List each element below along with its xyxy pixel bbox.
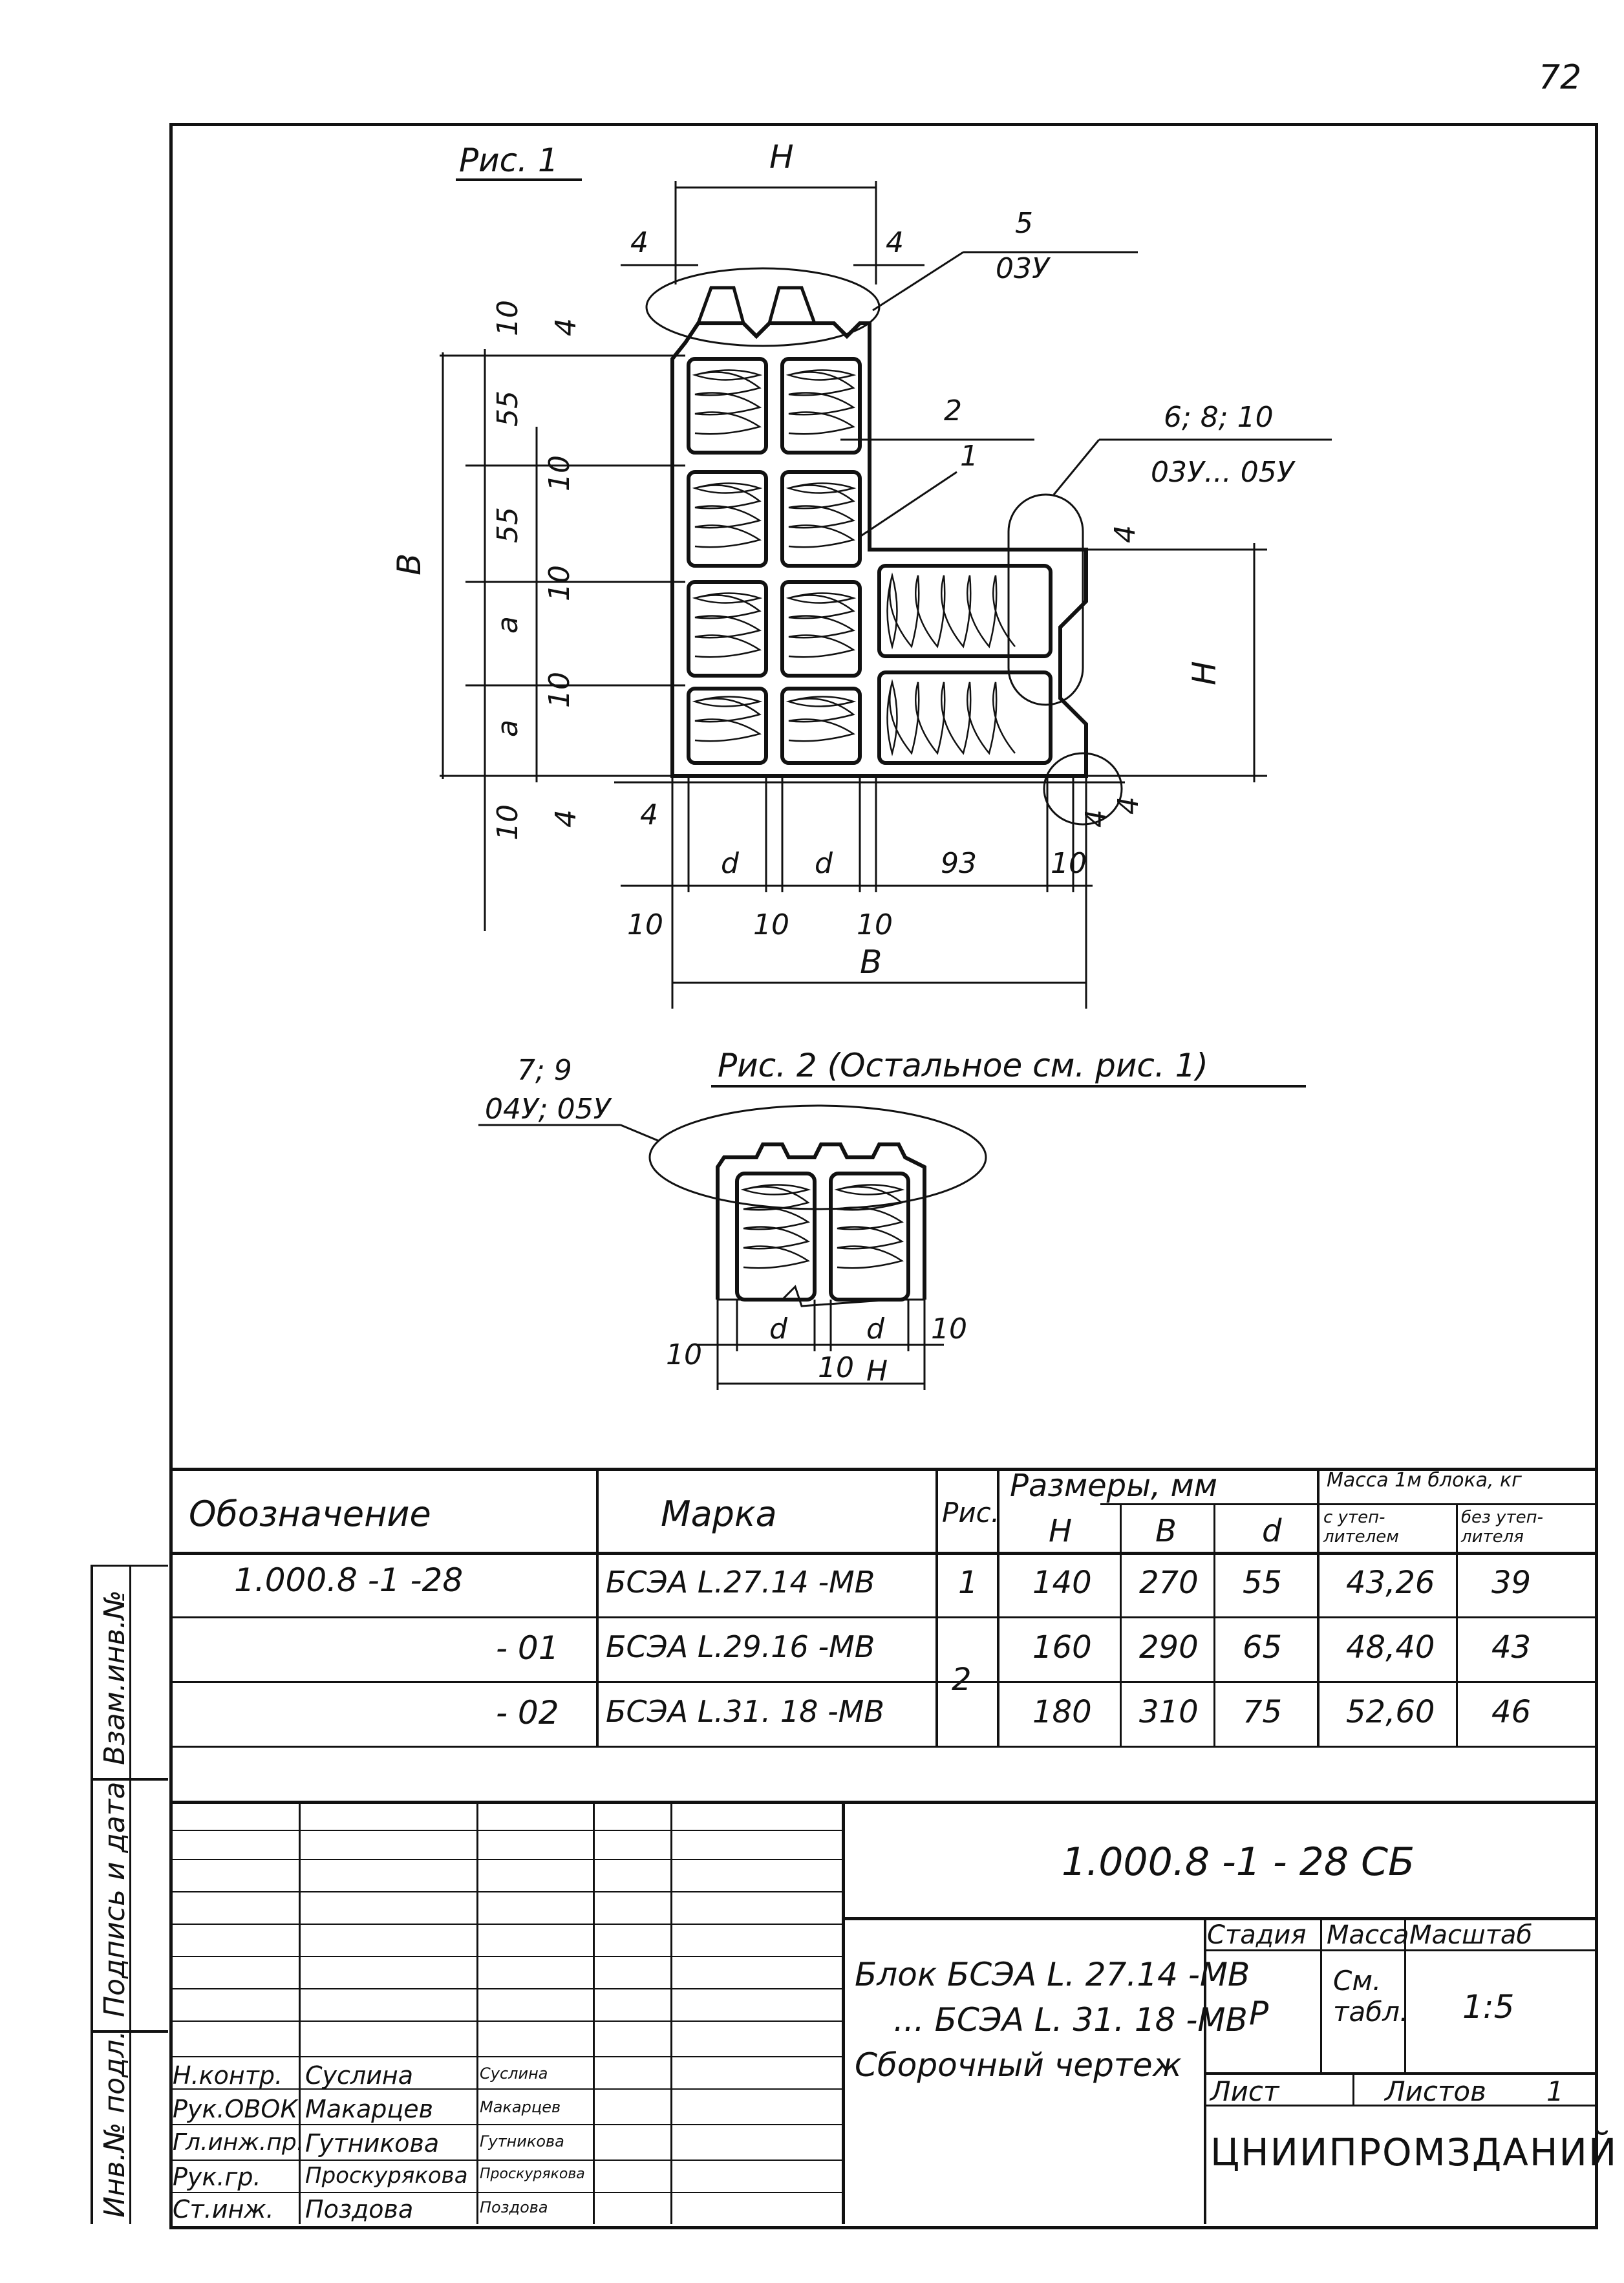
svg-text:4: 4 [1080,809,1113,828]
stage-value: Р [1249,1995,1269,2032]
side-stamp: Взам.инв.№ Подпись и дата Инв.№ подл. [91,1565,168,2224]
svg-text:d: d [815,847,833,880]
fig2-caption: Рис. 2 (Остальное см. рис. 1) [718,1047,1208,1084]
mass-value: См. табл. [1333,1965,1409,2028]
spec-table: Обозначение Марка Рис. Размеры, мм H B d… [169,1468,1595,1772]
svg-text:d: d [866,1313,885,1345]
org-name: ЦНИИПРОМЗДАНИЙ [1210,2130,1618,2174]
col-fig: Рис. [942,1497,1000,1528]
signature: Гутникова [480,2132,564,2150]
svg-text:a: a [491,720,524,737]
svg-text:10: 10 [1051,847,1087,880]
svg-text:10: 10 [491,300,524,336]
svg-text:10: 10 [543,565,576,601]
svg-text:4: 4 [1109,525,1142,543]
col-designation: Обозначение [189,1494,431,1534]
title-line-1: Блок БСЭА L. 27.14 -МВ [855,1956,1250,1993]
svg-text:d: d [769,1313,788,1345]
svg-text:4: 4 [630,226,648,259]
svg-text:B: B [390,553,428,575]
title-line-3: Сборочный чертеж [855,2046,1182,2084]
title-block: 1.000.8 -1 - 28 СБ Блок БСЭА L. 27.14 -М… [169,1801,1616,2224]
table-row-mark: БСЭА L.27.14 -МВ [606,1565,875,1600]
page-number: 72 [1539,58,1582,97]
svg-text:H: H [866,1355,888,1388]
scale-value: 1:5 [1462,1988,1515,2026]
svg-text:4: 4 [640,799,658,831]
stamp-inv-orig: Инв.№ подл. [98,2030,131,2218]
svg-text:04У; 05У: 04У; 05У [485,1093,613,1126]
svg-text:10: 10 [931,1313,967,1345]
svg-text:10: 10 [543,455,576,491]
svg-text:03У... 05У: 03У... 05У [1151,456,1296,489]
svg-text:93: 93 [941,847,977,880]
svg-text:10: 10 [818,1351,854,1384]
svg-text:55: 55 [491,507,524,543]
svg-text:03У: 03У [996,252,1051,285]
svg-text:10: 10 [627,908,663,941]
svg-text:H: H [1186,661,1223,685]
svg-text:4: 4 [1112,797,1145,815]
svg-text:55: 55 [491,391,524,427]
svg-text:d: d [721,847,740,880]
svg-text:4: 4 [550,809,582,828]
fig1-caption: Рис. 1 [459,142,559,179]
svg-text:2: 2 [944,394,962,427]
signature: Макарцев [480,2098,561,2116]
svg-text:5: 5 [1015,207,1033,240]
title-line-2: ... БСЭА L. 31. 18 -МВ [893,2001,1248,2039]
svg-text:H: H [769,138,794,176]
col-dims: Размеры, мм [1010,1468,1217,1504]
signature: Проскурякова [480,2166,585,2182]
stamp-sign-date: Подпись и дата [98,1781,131,2017]
col-mass: Масса 1м блока, кг [1327,1469,1522,1492]
figure-2: Рис. 2 (Остальное см. рис. 1) 7; 9 04У; … [478,1047,1306,1390]
stamp-inv-repl: Взам.инв.№ [98,1590,131,1765]
svg-text:B: B [860,943,882,981]
svg-text:10: 10 [666,1338,702,1371]
svg-text:6; 8; 10: 6; 8; 10 [1164,401,1274,434]
drawing-frame [169,123,1598,2229]
svg-text:10: 10 [543,672,576,708]
col-mark: Марка [661,1494,777,1534]
svg-text:4: 4 [550,318,582,336]
svg-text:a: a [491,616,524,634]
signature: Суслина [480,2064,548,2083]
signature: Поздова [480,2198,548,2216]
doc-code: 1.000.8 -1 - 28 СБ [1062,1839,1415,1885]
svg-text:10: 10 [857,908,893,941]
figure-1: Рис. 1 H 4 4 5 03У 2 1 6; 8; 10 03У... 0… [390,138,1332,1009]
table-row-designation: 1.000.8 -1 -28 [234,1561,464,1599]
svg-text:10: 10 [753,908,789,941]
svg-text:7; 9: 7; 9 [517,1054,572,1087]
svg-text:10: 10 [491,804,524,841]
svg-text:4: 4 [886,226,904,259]
svg-text:1: 1 [960,440,978,473]
